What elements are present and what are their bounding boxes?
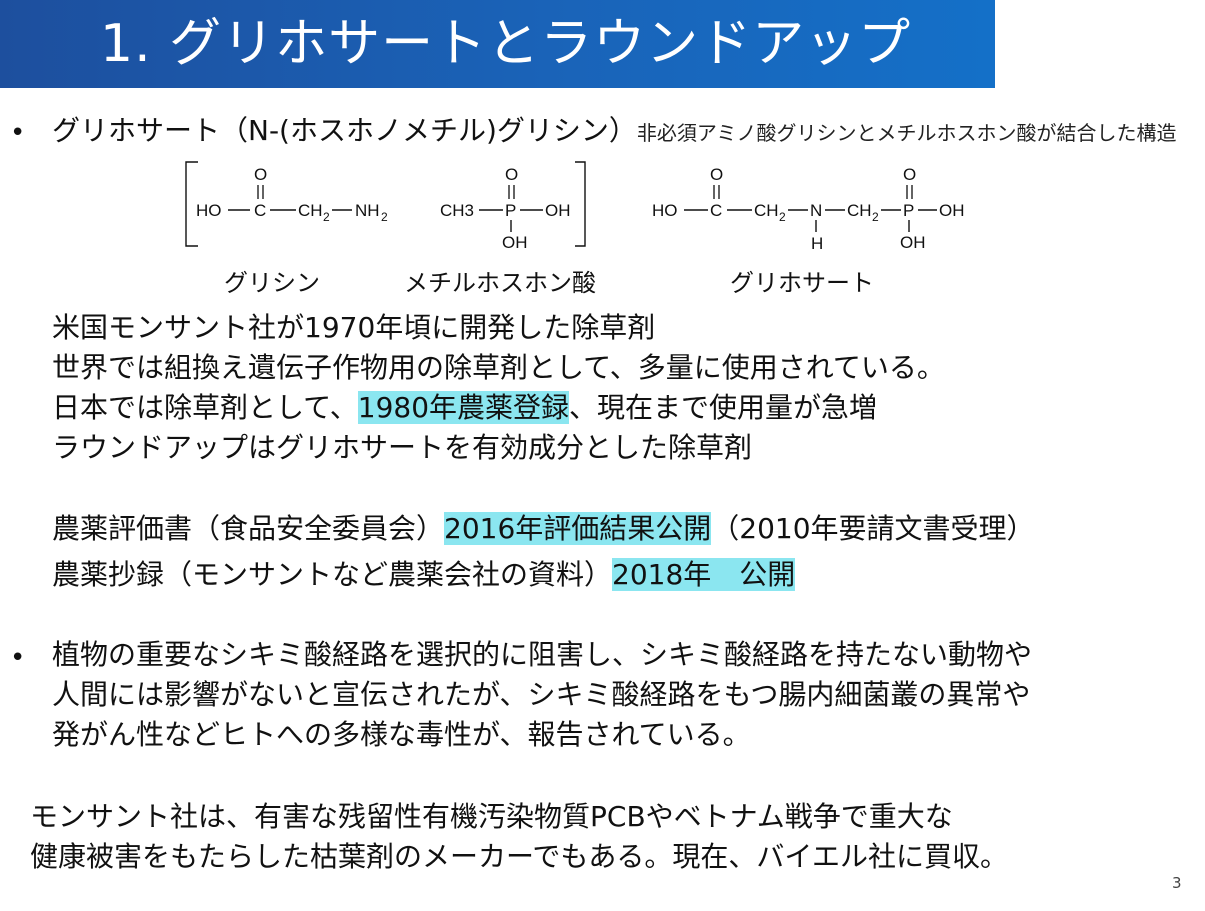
gly-ch-2-sub: 2 — [872, 210, 879, 224]
mp-ch3: CH3 — [440, 201, 474, 220]
glycine-nh: NH — [355, 201, 380, 220]
gly-o2: O — [903, 165, 916, 184]
fact-line-1: 米国モンサント社が1970年頃に開発した除草剤 — [52, 311, 656, 344]
glyphosate-term: グリホサート（N-(ホスホノメチル)グリシン） — [52, 114, 637, 147]
gly-h: H — [811, 234, 823, 253]
intro-line: グリホサート（N-(ホスホノメチル)グリシン）非必須アミノ酸グリシンとメチルホス… — [52, 114, 1177, 148]
gly-c: C — [710, 201, 722, 220]
mp-oh-bottom: OH — [502, 233, 528, 252]
monsanto-line-1: モンサント社は、有害な残留性有機汚染物質PCBやベトナム戦争で重大な — [30, 800, 953, 833]
gly-oh-right: OH — [939, 201, 965, 220]
fact-line-3-start: 日本では除草剤として、 — [52, 391, 358, 424]
slide-title: 1. グリホサートとラウンドアップ — [100, 14, 912, 74]
bullet-marker-1: • — [10, 118, 26, 148]
eval-line-1-end: （2010年要請文書受理） — [711, 512, 1035, 545]
fact-line-2: 世界では組換え遺伝子作物用の除草剤として、多量に使用されている。 — [52, 351, 945, 384]
registration-highlight: 1980年農薬登録 — [357, 391, 570, 424]
effects-line-2: 人間には影響がないと宣伝されたが、シキミ酸経路をもつ腸内細菌叢の異常や — [52, 678, 1031, 711]
gly-n: N — [810, 201, 822, 220]
fact-line-3: 日本では除草剤として、1980年農薬登録、現在まで使用量が急増 — [52, 391, 877, 425]
gly-oh-bottom: OH — [900, 233, 926, 252]
bullet-marker-2: • — [10, 643, 26, 673]
gly-p: P — [903, 201, 914, 220]
page-number: 3 — [1172, 874, 1182, 892]
glycine-nh-sub: 2 — [381, 210, 388, 224]
abstract-release-highlight: 2018年 公開 — [612, 558, 796, 591]
eval-result-highlight: 2016年評価結果公開 — [444, 512, 712, 545]
eval-line-1-start: 農薬評価書（食品安全委員会） — [52, 512, 445, 545]
gly-ch-2: CH — [847, 201, 872, 220]
gly-o1: O — [710, 165, 723, 184]
glycine-structure: HO C O CH 2 NH 2 — [196, 165, 388, 224]
glyphosate-label: グリホサート — [730, 269, 874, 297]
eval-line-2: 農薬抄録（モンサントなど農薬会社の資料）2018年 公開 — [52, 558, 796, 592]
eval-line-2-start: 農薬抄録（モンサントなど農薬会社の資料） — [52, 558, 613, 591]
glyphosate-structure: HO C O CH 2 N H CH 2 P O OH OH — [652, 165, 965, 253]
glycine-o: O — [254, 165, 267, 184]
glycine-ho: HO — [196, 201, 222, 220]
fact-line-4: ラウンドアップはグリホサートを有効成分とした除草剤 — [52, 431, 753, 464]
glycine-label: グリシン — [224, 269, 320, 297]
mp-oh-right: OH — [545, 201, 571, 220]
fact-line-3-end: 、現在まで使用量が急増 — [569, 391, 878, 424]
gly-ch-1: CH — [754, 201, 779, 220]
gly-ho: HO — [652, 201, 678, 220]
chemical-structures: HO C O CH 2 NH 2 CH3 P O OH OH HO C O CH… — [185, 161, 965, 253]
gly-ch-1-sub: 2 — [779, 210, 786, 224]
methylphosphonic-label: メチルホスホン酸 — [404, 269, 596, 297]
glycine-ch: CH — [298, 201, 323, 220]
effects-line-3: 発がん性などヒトへの多様な毒性が、報告されている。 — [52, 718, 751, 751]
glyphosate-description: 非必須アミノ酸グリシンとメチルホスホン酸が結合した構造 — [636, 121, 1177, 145]
glycine-c: C — [254, 201, 266, 220]
monsanto-line-2: 健康被害をもたらした枯葉剤のメーカーでもある。現在、バイエル社に買収。 — [30, 840, 1009, 873]
eval-line-1: 農薬評価書（食品安全委員会）2016年評価結果公開（2010年要請文書受理） — [52, 512, 1035, 546]
mp-p: P — [505, 201, 516, 220]
glycine-ch-sub: 2 — [323, 210, 330, 224]
methylphosphonic-structure: CH3 P O OH OH — [440, 165, 571, 252]
left-bracket — [185, 161, 198, 247]
mp-o: O — [505, 165, 518, 184]
title-bar: 1. グリホサートとラウンドアップ — [0, 0, 995, 88]
right-bracket — [575, 161, 586, 247]
effects-line-1: 植物の重要なシキミ酸経路を選択的に阻害し、シキミ酸経路を持たない動物や — [52, 638, 1033, 671]
